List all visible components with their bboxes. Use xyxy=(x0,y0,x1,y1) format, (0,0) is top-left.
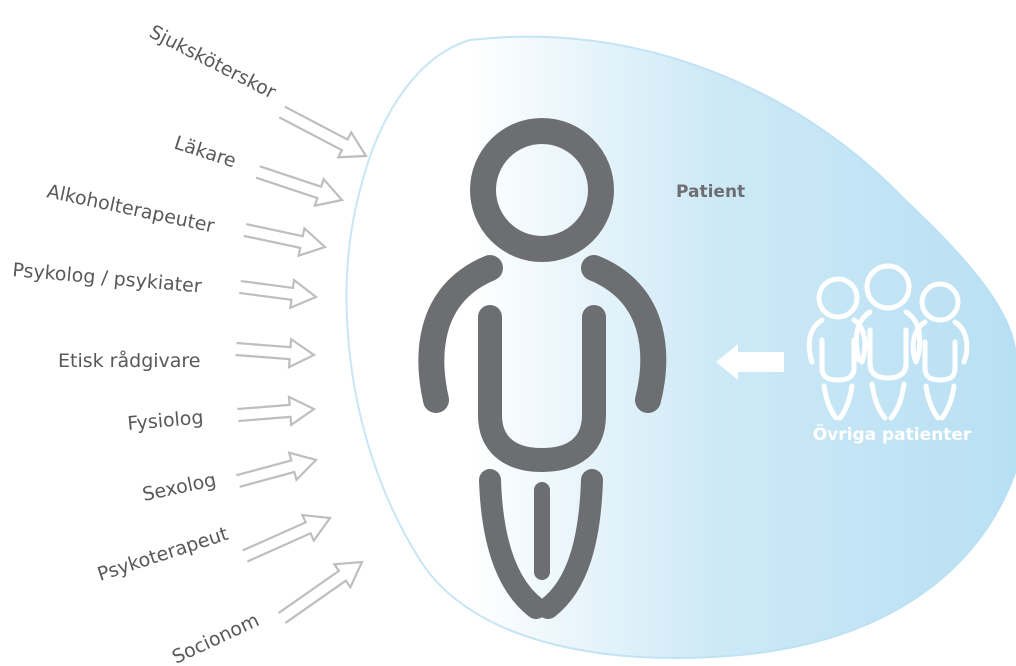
professional-label: Läkare xyxy=(171,132,238,173)
arrow-right-icon xyxy=(236,451,319,488)
arrow-group xyxy=(235,105,368,624)
other-patients-icon xyxy=(806,263,970,421)
arrow-right-icon xyxy=(237,395,317,427)
arrow-right-icon xyxy=(239,277,319,310)
professional-label: Sexolog xyxy=(140,469,218,506)
professional-label: Psykolog / psykiater xyxy=(12,259,203,297)
arrow-right-icon xyxy=(255,165,345,208)
arrow-right-icon xyxy=(243,223,328,258)
left-arrow-icon xyxy=(716,344,784,380)
patient-figure-icon xyxy=(418,118,667,619)
patient-environment-region xyxy=(345,35,1016,660)
professional-label: Etisk rådgivare xyxy=(58,349,201,372)
arrow-right-icon xyxy=(235,337,317,369)
professional-label: Sjuksköterskor xyxy=(146,21,280,104)
other-patients-label: Övriga patienter xyxy=(813,423,972,445)
professional-label: Socionom xyxy=(169,609,263,666)
professional-label: Fysiolog xyxy=(127,406,205,435)
professional-label: Alkoholterapeuter xyxy=(45,180,217,237)
arrow-right-icon xyxy=(278,105,368,159)
arrow-right-icon xyxy=(277,560,364,624)
professional-label: Psykoterapeut xyxy=(95,523,231,586)
patient-label: Patient xyxy=(676,182,745,202)
arrow-right-icon xyxy=(242,513,332,563)
